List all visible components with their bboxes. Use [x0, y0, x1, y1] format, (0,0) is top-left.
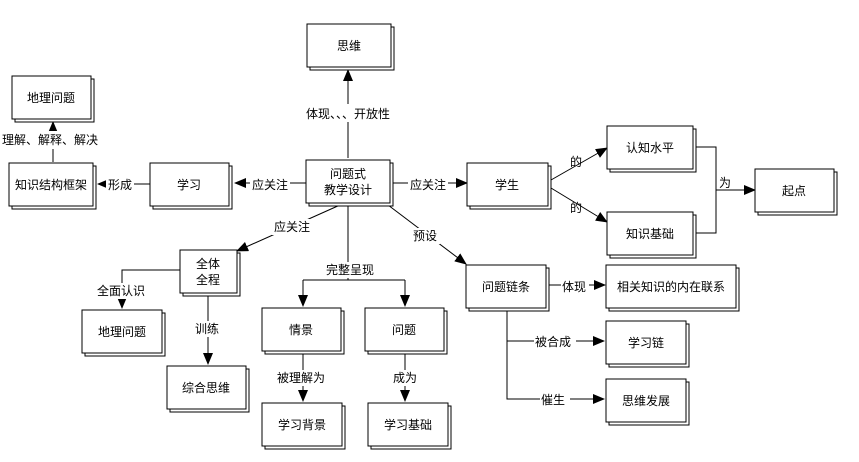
node-learning[interactable]: 学习: [149, 162, 233, 210]
label-embody-open: 体现、、、开放性: [306, 106, 390, 121]
node-geo-problem-bottom-label: 地理问题: [98, 325, 146, 339]
node-student-label: 学生: [495, 177, 519, 192]
label-attention-whole: 应关注: [274, 219, 310, 234]
label-of-knowledge: 的: [570, 200, 582, 215]
node-geo-problem-top[interactable]: 地理问题: [11, 75, 95, 123]
node-comprehensive-thinking-label: 综合思维: [182, 380, 230, 395]
label-full-recognition: 全面认识: [97, 283, 145, 298]
node-learning-label: 学习: [177, 177, 201, 192]
label-become: 成为: [393, 371, 417, 385]
label-embody: 体现: [562, 280, 586, 294]
label-understand-explain-solve: 理解、解释、解决: [2, 133, 98, 147]
label-attention-student: 应关注: [410, 177, 446, 192]
node-whole-line1: 全体: [196, 256, 220, 271]
node-problem-chain[interactable]: 问题链条: [465, 264, 550, 312]
node-scenario-label: 情景: [289, 323, 313, 337]
node-internal-connection-label: 相关知识的内在联系: [617, 279, 725, 294]
node-cognitive-level[interactable]: 认知水平: [606, 125, 697, 173]
node-student[interactable]: 学生: [466, 162, 552, 210]
node-learning-background-label: 学习背景: [278, 417, 326, 432]
node-knowledge-framework[interactable]: 知识结构框架: [8, 162, 97, 210]
node-knowledge-base-label: 知识基础: [626, 227, 674, 241]
label-synthesized-into: 被合成: [535, 334, 571, 349]
node-learning-background[interactable]: 学习背景: [261, 402, 346, 450]
label-attention-learning: 应关注: [252, 177, 288, 192]
label-as: 为: [719, 176, 731, 190]
node-center[interactable]: 问题式 教学设计: [305, 159, 394, 207]
node-learning-chain[interactable]: 学习链: [605, 320, 690, 368]
node-problem[interactable]: 问题: [364, 307, 448, 355]
node-learning-foundation[interactable]: 学习基础: [367, 402, 452, 450]
label-of-cognitive: 的: [570, 154, 582, 169]
node-center-line1: 问题式: [330, 167, 366, 181]
label-understood-as: 被理解为: [277, 371, 325, 385]
edge-labels: 体现、、、开放性 理解、解释、解决 形成 应关注 应关注 的 的 为 应关注 预…: [2, 104, 734, 408]
label-form: 形成: [108, 178, 132, 192]
node-thinking-development-label: 思维发展: [622, 393, 670, 408]
node-starting-point-label: 起点: [782, 184, 806, 198]
node-problem-chain-label: 问题链条: [482, 279, 530, 294]
label-promote: 催生: [541, 393, 565, 407]
node-cognitive-level-label: 认知水平: [626, 141, 674, 155]
edge-student-to-cognitive: [550, 147, 608, 181]
node-geo-problem-bottom[interactable]: 地理问题: [81, 309, 166, 357]
label-training: 训练: [195, 321, 219, 336]
node-internal-connection[interactable]: 相关知识的内在联系: [605, 264, 740, 312]
node-comprehensive-thinking[interactable]: 综合思维: [166, 365, 250, 413]
node-knowledge-base[interactable]: 知识基础: [606, 211, 697, 259]
node-scenario[interactable]: 情景: [261, 307, 345, 355]
node-thinking-development[interactable]: 思维发展: [605, 378, 690, 426]
node-starting-point[interactable]: 起点: [754, 168, 838, 216]
node-learning-foundation-label: 学习基础: [384, 417, 432, 432]
node-thinking-label: 思维: [337, 39, 361, 53]
node-problem-label: 问题: [392, 323, 416, 337]
node-whole[interactable]: 全体 全程: [179, 249, 241, 297]
node-learning-chain-label: 学习链: [628, 335, 664, 350]
node-knowledge-framework-label: 知识结构框架: [15, 177, 87, 192]
node-thinking[interactable]: 思维: [306, 23, 395, 71]
node-geo-problem-top-label: 地理问题: [27, 91, 75, 105]
nodes: 思维 地理问题 知识结构框架 学习 问题式 教学设计 学生: [8, 23, 838, 450]
node-whole-line2: 全程: [196, 272, 220, 287]
edge-cognitive-to-merge: [696, 146, 717, 234]
label-complete-present: 完整呈现: [326, 262, 374, 277]
edge-student-to-knowledge-base: [550, 187, 608, 223]
edge-chain-to-thinking-dev: [506, 341, 605, 404]
label-preset: 预设: [413, 229, 437, 243]
node-center-line2: 教学设计: [324, 182, 372, 197]
